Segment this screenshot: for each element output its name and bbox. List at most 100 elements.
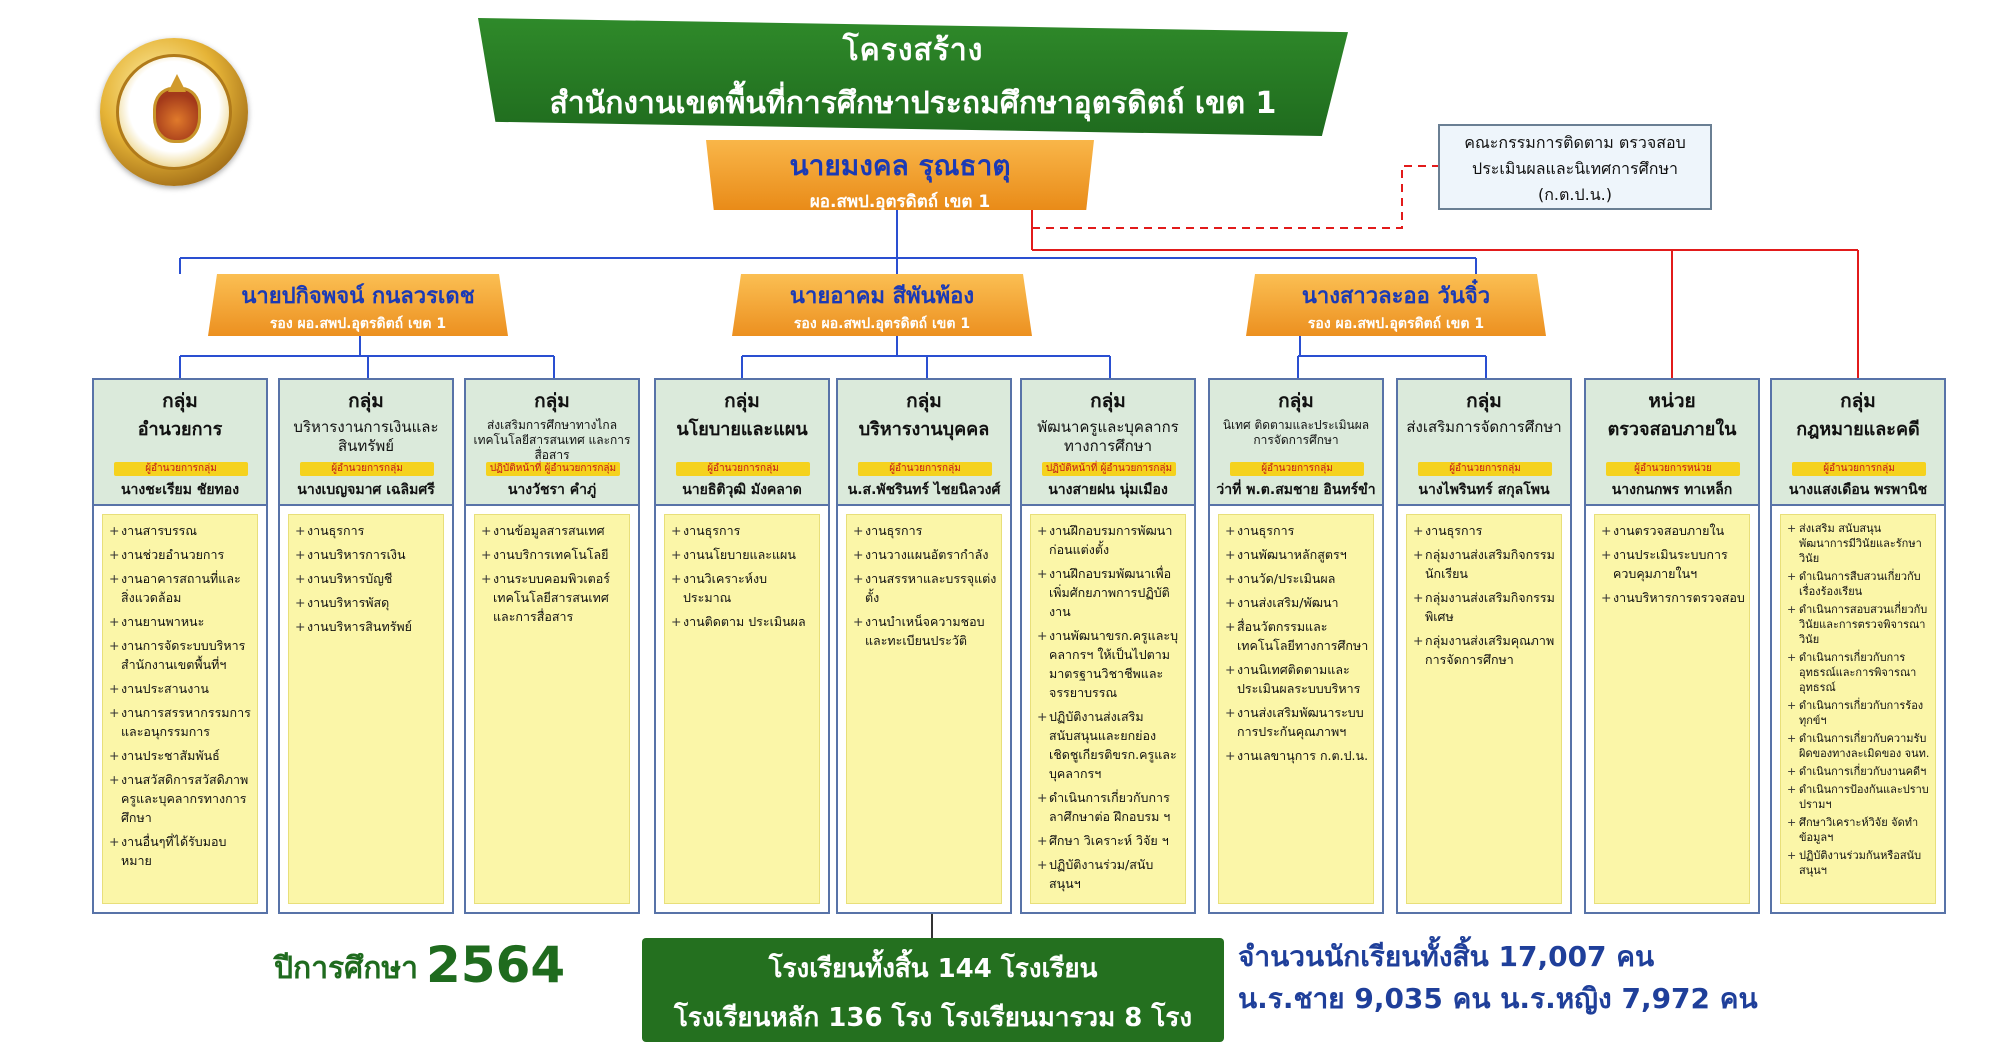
list-item: +งานธุรการ — [671, 521, 815, 540]
group-header: กลุ่มอำนวยการผู้อำนวยการกลุ่มนางชะเรียม … — [94, 380, 266, 506]
list-item: +งานธุรการ — [1225, 521, 1369, 540]
plus-icon: + — [295, 571, 306, 586]
plus-icon: + — [109, 681, 120, 696]
group-director-name: นางเบญจมาศ เฉลิมศรี — [297, 482, 435, 498]
group-label: กลุ่ม — [534, 390, 570, 412]
list-item: +งานการสรรหากรรมการและอนุกรรมการ — [109, 703, 253, 741]
group-title: กฎหมายและคดี — [1796, 419, 1920, 440]
group-title: บริหารงานบุคคล — [858, 419, 990, 440]
list-item: +งานฝึกอบรมการพัฒนาก่อนแต่งตั้ง — [1037, 521, 1181, 559]
task-text: งานประเมินระบบการควบคุมภายในฯ — [1613, 547, 1728, 581]
committee-line-2: ประเมินผลและนิเทศการศึกษา — [1472, 159, 1678, 178]
task-text: งานบริหารการตรวจสอบ — [1613, 590, 1745, 605]
group-director-badge: ผู้อำนวยการกลุ่ม — [300, 462, 434, 476]
task-text: ศึกษาวิเคราะห์วิจัย จัดทำข้อมูลฯ — [1799, 816, 1919, 844]
task-text: งานส่งเสริม/พัฒนา — [1237, 595, 1339, 610]
list-item: +งานนโยบายและแผน — [671, 545, 815, 564]
task-text: กลุ่มงานส่งเสริมกิจกรรมนักเรียน — [1425, 547, 1555, 581]
plus-icon: + — [109, 523, 120, 538]
group-task-list: +งานตรวจสอบภายใน+งานประเมินระบบการควบคุม… — [1594, 514, 1750, 904]
list-item: +งานบริหารการเงิน — [295, 545, 439, 564]
task-text: ปฏิบัติงานร่วมกันหรือสนับสนุนฯ — [1799, 849, 1922, 877]
list-item: +งานช่วยอำนวยการ — [109, 545, 253, 564]
group-label: กลุ่ม — [348, 390, 384, 412]
list-item: +งานบริหารพัสดุ — [295, 593, 439, 612]
task-text: งานช่วยอำนวยการ — [121, 547, 225, 562]
group-header: กลุ่มนโยบายและแผนผู้อำนวยการกลุ่มนายธิติ… — [656, 380, 828, 506]
deputy-name: นายปกิจพจน์ กนลวรเดช — [241, 284, 475, 309]
group-header: กลุ่มส่งเสริมการจัดการศึกษาผู้อำนวยการกล… — [1398, 380, 1570, 506]
group-director-badge: ผู้อำนวยการกลุ่ม — [114, 462, 248, 476]
plus-icon: + — [295, 547, 306, 562]
task-text: งานธุรการ — [865, 523, 923, 538]
students-total: จำนวนนักเรียนทั้งสิ้น 17,007 คน — [1238, 940, 1655, 973]
schools-summary-box: โรงเรียนทั้งสิ้น 144 โรงเรียน โรงเรียนหล… — [642, 938, 1224, 1042]
plus-icon: + — [1225, 748, 1236, 763]
list-item: +ปฏิบัติงานร่วม/สนับสนุนฯ — [1037, 855, 1181, 893]
group-director-name: นางวัชรา คำภู่ — [507, 482, 597, 498]
group-task-list: +งานข้อมูลสารสนเทศ+งานบริการเทคโนโลยี+งา… — [474, 514, 630, 904]
group-label: กลุ่ม — [906, 390, 942, 412]
list-item: +งานข้อมูลสารสนเทศ — [481, 521, 625, 540]
list-item: +งานการจัดระบบบริหารสำนักงานเขตพื้นที่ฯ — [109, 636, 253, 674]
task-text: งานบริหารบัญชี — [307, 571, 393, 586]
group-director-badge: ปฏิบัติหน้าที่ ผู้อำนวยการกลุ่ม — [486, 462, 620, 476]
task-text: งานยานพาหนะ — [121, 614, 205, 629]
plus-icon: + — [1037, 790, 1048, 805]
task-text: งานฝึกอบรมพัฒนาเพื่อเพิ่มศักยภาพการปฏิบั… — [1049, 566, 1172, 619]
group-label: กลุ่ม — [1466, 390, 1502, 412]
list-item: +งานระบบคอมพิวเตอร์ เทคโนโลยีสารสนเทศและ… — [481, 569, 625, 626]
plus-icon: + — [1787, 765, 1797, 778]
list-item: +ดำเนินการเกี่ยวกับการร้องทุกข์ฯ — [1787, 698, 1931, 728]
title-banner: โครงสร้าง สำนักงานเขตพื้นที่การศึกษาประถ… — [478, 18, 1348, 136]
group-label: กลุ่ม — [724, 390, 760, 412]
group-title: นิเทศ ติดตามและประเมินผลการจัดการศึกษา — [1222, 418, 1370, 447]
group-label: กลุ่ม — [1278, 390, 1314, 412]
list-item: +ดำเนินการเกี่ยวกับการลาศึกษาต่อ ฝึกอบรม… — [1037, 788, 1181, 826]
list-item: +งานบริหารการตรวจสอบ — [1601, 588, 1745, 607]
plus-icon: + — [1225, 705, 1236, 720]
plus-icon: + — [671, 571, 682, 586]
task-text: งานตรวจสอบภายใน — [1613, 523, 1725, 538]
group-label: หน่วย — [1648, 390, 1696, 412]
director-role: ผอ.สพป.อุตรดิตถ์ เขต 1 — [809, 192, 991, 212]
list-item: +งานส่งเสริมพัฒนาระบบการประกันคุณภาพฯ — [1225, 703, 1369, 741]
list-item: +งานสารบรรณ — [109, 521, 253, 540]
plus-icon: + — [1413, 590, 1424, 605]
list-item: +งานบำเหน็จความชอบและทะเบียนประวัติ — [853, 612, 997, 650]
plus-icon: + — [109, 772, 120, 787]
task-text: งานธุรการ — [1425, 523, 1483, 538]
deputy-box-3: นางสาวละออ วันจิ๋ว รอง ผอ.สพป.อุตรดิตถ์ … — [1246, 274, 1546, 336]
list-item: +งานอาคารสถานที่และสิ่งแวดล้อม — [109, 569, 253, 607]
task-text: ดำเนินการเกี่ยวกับการอุทธรณ์และการพิจารณ… — [1799, 651, 1917, 694]
group-column: กลุ่มพัฒนาครูและบุคลากรทางการศึกษาปฏิบัต… — [1020, 378, 1196, 914]
group-director-name: นางกนกพร ทาเหล็ก — [1611, 482, 1733, 498]
group-column: กลุ่มบริหารงานการเงินและสินทรัพย์ผู้อำนว… — [278, 378, 454, 914]
plus-icon: + — [1787, 522, 1797, 535]
list-item: +งานพัฒนาขรก.ครูและบุคลากรฯ ให้เป็นไปตาม… — [1037, 626, 1181, 702]
group-title: พัฒนาครูและบุคลากรทางการศึกษา — [1037, 418, 1179, 455]
plus-icon: + — [109, 748, 120, 763]
list-item: +งานนิเทศติดตามและประเมินผลระบบบริหาร — [1225, 660, 1369, 698]
group-director-badge: ผู้อำนวยการกลุ่ม — [676, 462, 810, 476]
group-director-name: นางแสงเดือน พรพานิช — [1788, 482, 1928, 498]
group-task-list: +งานธุรการ+งานพัฒนาหลักสูตรฯ+งานวัด/ประเ… — [1218, 514, 1374, 904]
group-title: ตรวจสอบภายใน — [1607, 419, 1737, 440]
list-item: +ศึกษา วิเคราะห์ วิจัย ฯ — [1037, 831, 1181, 850]
group-director-name: นางไพรินทร์ สกุลโพน — [1418, 482, 1550, 498]
task-text: งานพัฒนาหลักสูตรฯ — [1237, 547, 1347, 562]
group-task-list: +งานธุรการ+งานนโยบายและแผน+งานวิเคราะห์ง… — [664, 514, 820, 904]
list-item: +ปฏิบัติงานร่วมกันหรือสนับสนุนฯ — [1787, 848, 1931, 878]
year-label: ปีการศึกษา — [274, 951, 418, 986]
task-text: ดำเนินการเกี่ยวกับการลาศึกษาต่อ ฝึกอบรม … — [1049, 790, 1171, 824]
plus-icon: + — [109, 571, 120, 586]
deputy-box-2: นายอาคม สีพันพ้อง รอง ผอ.สพป.อุตรดิตถ์ เ… — [732, 274, 1032, 336]
group-column: กลุ่มส่งเสริมการจัดการศึกษาผู้อำนวยการกล… — [1396, 378, 1572, 914]
schools-breakdown: โรงเรียนหลัก 136 โรง โรงเรียนมารวม 8 โรง — [673, 1003, 1193, 1033]
task-text: ส่งเสริม สนับสนุน พัฒนาการมีวินัยและรักษ… — [1799, 522, 1922, 565]
list-item: +งานประชาสัมพันธ์ — [109, 746, 253, 765]
task-text: งานบริหารการเงิน — [307, 547, 406, 562]
group-director-name: ว่าที่ พ.ต.สมชาย อินทร์ขำ — [1216, 482, 1376, 498]
group-header: กลุ่มกฎหมายและคดีผู้อำนวยการกลุ่มนางแสงเ… — [1772, 380, 1944, 506]
plus-icon: + — [1601, 590, 1612, 605]
